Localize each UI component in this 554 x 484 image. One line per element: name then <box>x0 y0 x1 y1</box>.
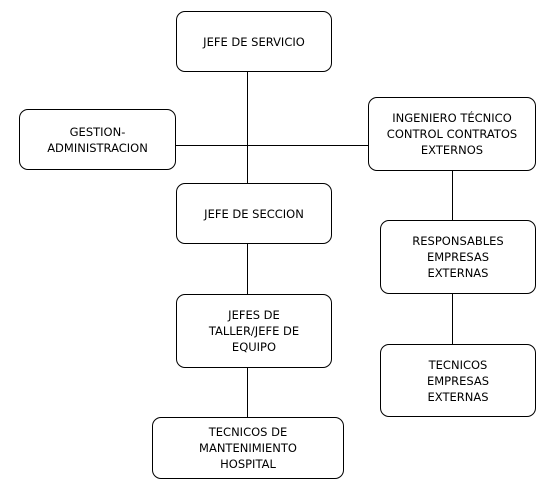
node-label: JEFE DE SERVICIO <box>203 34 305 49</box>
connector-line <box>247 244 248 294</box>
connector-line <box>247 367 248 417</box>
node-tecnicos-empresas-externas: TECNICOS EMPRESAS EXTERNAS <box>380 344 536 417</box>
connector-line <box>452 293 453 344</box>
node-jefe-de-seccion: JEFE DE SECCION <box>176 183 332 244</box>
node-label: JEFE DE SECCION <box>204 206 304 221</box>
node-jefe-de-servicio: JEFE DE SERVICIO <box>176 11 332 72</box>
connector-line <box>452 170 453 220</box>
node-ingeniero-tecnico: INGENIERO TÉCNICO CONTROL CONTRATOS EXTE… <box>368 97 536 171</box>
node-label: JEFES DE TALLER/JEFE DE EQUIPO <box>208 308 300 354</box>
node-label: RESPONSABLES EMPRESAS EXTERNAS <box>412 234 504 280</box>
node-label: TECNICOS EMPRESAS EXTERNAS <box>426 357 490 404</box>
node-label: GESTION- ADMINISTRACION <box>47 124 148 155</box>
node-label: INGENIERO TÉCNICO CONTROL CONTRATOS EXTE… <box>386 111 518 157</box>
node-responsables-empresas-externas: RESPONSABLES EMPRESAS EXTERNAS <box>380 220 536 294</box>
connector-line <box>176 145 368 146</box>
node-tecnicos-de-mantenimiento: TECNICOS DE MANTENIMIENTO HOSPITAL <box>152 417 344 479</box>
node-jefes-de-taller: JEFES DE TALLER/JEFE DE EQUIPO <box>176 294 332 368</box>
node-label: TECNICOS DE MANTENIMIENTO HOSPITAL <box>199 425 297 471</box>
node-gestion-administracion: GESTION- ADMINISTRACION <box>19 109 176 170</box>
connector-line <box>247 71 248 184</box>
